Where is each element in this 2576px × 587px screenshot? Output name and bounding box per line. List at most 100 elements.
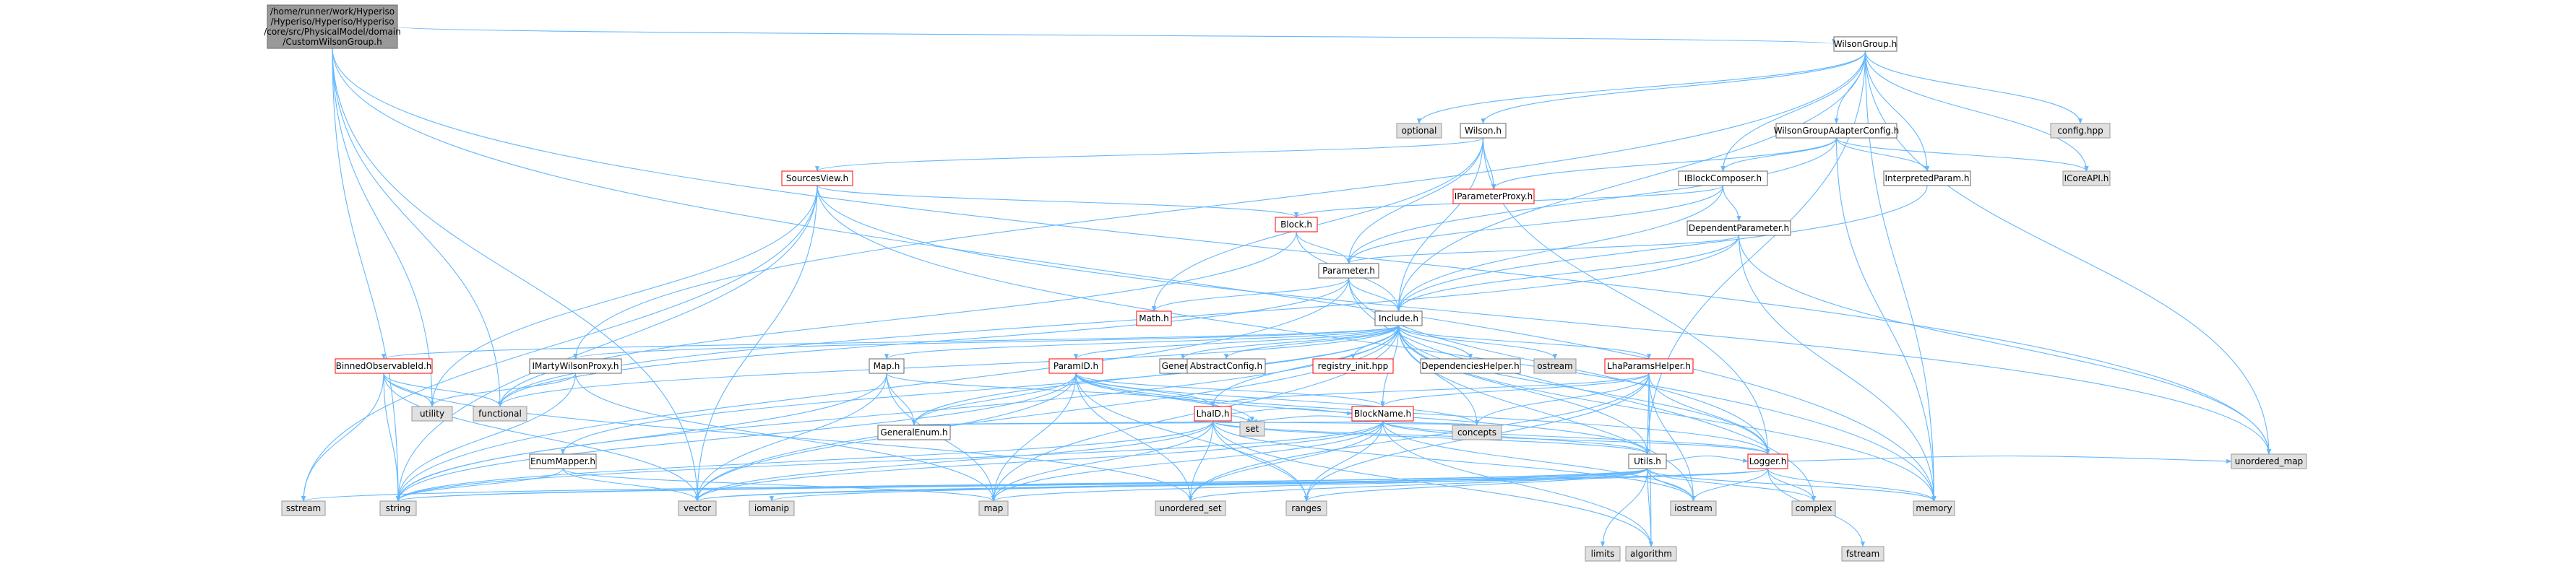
node-GeneralEnum[interactable]: GeneralEnum.h <box>877 425 951 440</box>
node-functional[interactable]: functional <box>473 406 527 422</box>
node-IMartyWilsonProxy[interactable]: IMartyWilsonProxy.h <box>529 358 622 374</box>
edge-IMartyWilsonProxy-to-string <box>395 373 577 502</box>
node-unordered_map[interactable]: unordered_map <box>2231 453 2307 469</box>
node-Math[interactable]: Math.h <box>1136 310 1172 326</box>
node-label-ParamID: ParamID.h <box>1054 361 1098 371</box>
node-label-limits: limits <box>1591 549 1615 559</box>
node-registry_init[interactable]: registry_init.hpp <box>1312 358 1394 374</box>
node-algorithm[interactable]: algorithm <box>1625 546 1677 562</box>
edge-LhaID-to-string <box>396 420 1214 502</box>
node-label-optional: optional <box>1402 126 1437 136</box>
edge-WilsonGroupAdapterConfig-to-Parameter <box>1346 137 1838 264</box>
node-box-EnumMapper <box>529 453 597 469</box>
node-root[interactable]: /home/runner/work/Hyperiso/Hyperiso/Hype… <box>264 4 401 49</box>
node-box-unordered_map <box>2231 453 2307 469</box>
node-AbstractConfig[interactable]: AbstractConfig.h <box>1186 358 1266 374</box>
node-ostream[interactable]: ostream <box>1533 358 1577 374</box>
node-set[interactable]: set <box>1239 421 1265 437</box>
node-Include[interactable]: Include.h <box>1374 310 1423 326</box>
node-label-DependenciesHelper: DependenciesHelper.h <box>1421 361 1519 371</box>
edge-Parameter-to-string <box>395 277 1350 502</box>
node-iostream[interactable]: iostream <box>1670 500 1717 516</box>
edge-root-to-functional <box>332 48 503 407</box>
node-BlockName[interactable]: BlockName.h <box>1351 406 1414 422</box>
node-fstream[interactable]: fstream <box>1841 546 1884 562</box>
edge-root-to-unordered_map <box>332 48 2272 455</box>
node-iomanip[interactable]: iomanip <box>749 500 795 516</box>
node-optional[interactable]: optional <box>1396 123 1442 139</box>
node-label-string: string <box>386 503 410 513</box>
edge-Logger-to-memory <box>1767 468 1937 502</box>
node-label-config: config.hpp <box>2057 126 2103 136</box>
node-ParamID[interactable]: ParamID.h <box>1048 358 1103 374</box>
edge-IBlockComposer-to-Parameter <box>1346 185 1724 264</box>
node-label-sstream: sstream <box>286 503 321 513</box>
edge-LhaID-to-vector <box>695 420 1214 502</box>
node-Parameter[interactable]: Parameter.h <box>1318 263 1379 279</box>
node-Utils[interactable]: Utils.h <box>1628 453 1667 469</box>
node-box-concepts <box>1452 425 1502 440</box>
node-vector[interactable]: vector <box>678 500 717 516</box>
node-Wilson[interactable]: Wilson.h <box>1460 123 1507 139</box>
node-utility[interactable]: utility <box>411 406 453 422</box>
node-box-IParameterProxy <box>1452 188 1535 204</box>
node-box-InterpretedParam <box>1883 170 1971 186</box>
node-InterpretedParam[interactable]: InterpretedParam.h <box>1883 170 1971 186</box>
node-limits[interactable]: limits <box>1585 546 1621 562</box>
edge-ParamID-to-LhaID <box>1075 373 1215 407</box>
node-label-utility: utility <box>420 409 444 419</box>
node-BinnedObservableId[interactable]: BinnedObservableId.h <box>335 358 433 374</box>
node-unordered_set[interactable]: unordered_set <box>1155 500 1226 516</box>
node-Block[interactable]: Block.h <box>1275 217 1318 232</box>
node-LhaID[interactable]: LhaID.h <box>1194 406 1232 422</box>
edge-root-to-WilsonGroup <box>397 26 1835 45</box>
node-label-IMartyWilsonProxy: IMartyWilsonProxy.h <box>532 361 619 371</box>
node-map[interactable]: map <box>978 500 1009 516</box>
node-LhaParamsHelper[interactable]: LhaParamsHelper.h <box>1604 358 1694 374</box>
node-complex[interactable]: complex <box>1791 500 1836 516</box>
node-Logger[interactable]: Logger.h <box>1747 453 1788 469</box>
node-label-Include: Include.h <box>1379 313 1418 323</box>
node-WilsonGroup[interactable]: WilsonGroup.h <box>1833 36 1897 52</box>
node-label-BinnedObservableId: BinnedObservableId.h <box>336 361 432 371</box>
edge-Parameter-to-Math <box>1152 277 1350 312</box>
edge-SourcesView-to-string <box>395 185 818 502</box>
edge-EnumMapper-to-string <box>395 468 564 502</box>
node-IBlockComposer[interactable]: IBlockComposer.h <box>1678 170 1768 186</box>
edge-Parameter-to-functional <box>498 277 1350 407</box>
node-label-Wilson: Wilson.h <box>1465 126 1502 136</box>
edge-LhaParamsHelper-to-LhaID <box>1210 373 1650 407</box>
edge-Parameter-to-Include <box>1348 277 1401 312</box>
node-WilsonGroupAdapterConfig[interactable]: WilsonGroupAdapterConfig.h <box>1774 123 1900 139</box>
node-sstream[interactable]: sstream <box>281 500 326 516</box>
node-label-WilsonGroup: WilsonGroup.h <box>1834 39 1897 49</box>
node-label-iomanip: iomanip <box>754 503 789 513</box>
node-SourcesView[interactable]: SourcesView.h <box>781 170 853 186</box>
node-label-Block: Block.h <box>1280 219 1312 230</box>
node-DependentParameter[interactable]: DependentParameter.h <box>1687 220 1791 236</box>
edge-InterpretedParam-to-Include <box>1396 185 1928 312</box>
node-EnumMapper[interactable]: EnumMapper.h <box>529 453 597 469</box>
node-box-utility <box>411 406 453 422</box>
node-DependenciesHelper[interactable]: DependenciesHelper.h <box>1420 358 1521 374</box>
node-box-sstream <box>281 500 326 516</box>
node-label-EnumMapper: EnumMapper.h <box>530 456 595 466</box>
node-ICoreAPI[interactable]: ICoreAPI.h <box>2062 170 2111 186</box>
node-Map[interactable]: Map.h <box>869 358 905 374</box>
edge-ParamID-to-unordered_set <box>1075 373 1193 502</box>
node-label-IBlockComposer: IBlockComposer.h <box>1684 173 1762 183</box>
node-string[interactable]: string <box>379 500 417 516</box>
edge-ParamID-to-map <box>991 373 1077 502</box>
node-label-SourcesView: SourcesView.h <box>786 173 848 183</box>
node-IParameterProxy[interactable]: IParameterProxy.h <box>1452 188 1535 204</box>
node-ranges[interactable]: ranges <box>1285 500 1327 516</box>
node-memory[interactable]: memory <box>1913 500 1955 516</box>
edge-LhaID-to-unordered_set <box>1188 420 1214 502</box>
edge-DependentParameter-to-Include <box>1396 235 1740 312</box>
node-concepts[interactable]: concepts <box>1452 425 1502 440</box>
edge-BlockName-to-GeneralEnum <box>913 419 1384 426</box>
edge-Include-to-ParamID <box>1074 325 1400 360</box>
node-config[interactable]: config.hpp <box>2050 123 2111 139</box>
node-box-functional <box>473 406 527 422</box>
edge-Utils-to-sstream <box>301 468 1648 502</box>
